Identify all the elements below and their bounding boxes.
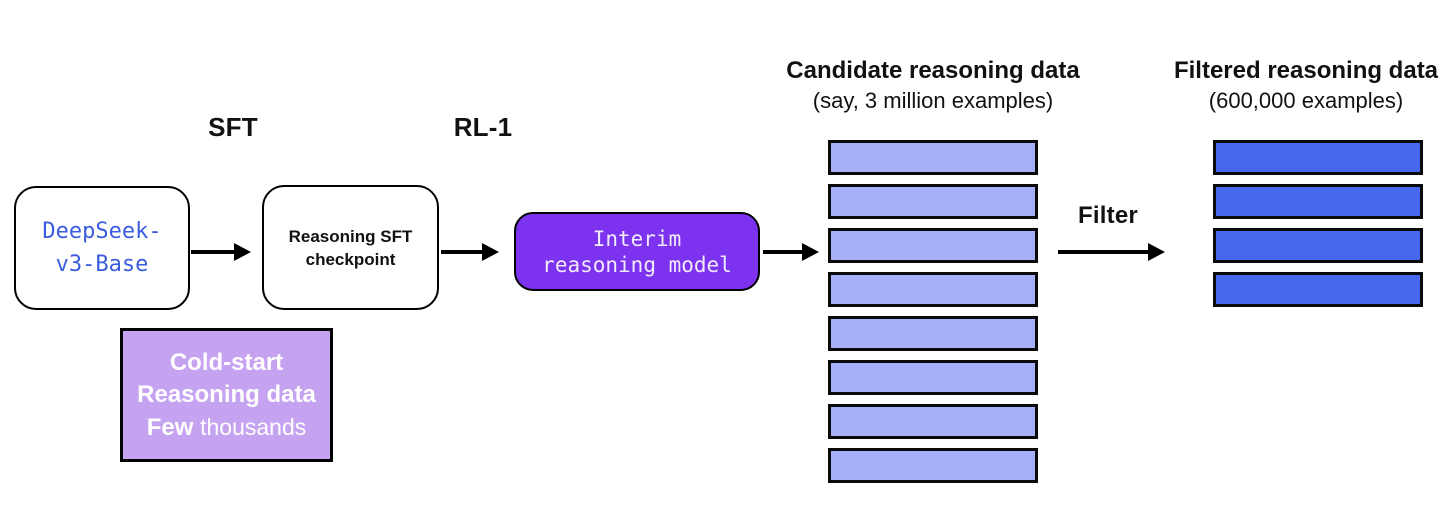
interim-model-node: Interim reasoning model	[514, 212, 760, 291]
filtered-data-header: Filtered reasoning data (600,000 example…	[1146, 56, 1456, 115]
filtered-data-stack	[1213, 140, 1423, 316]
sft-checkpoint-node: Reasoning SFT checkpoint	[262, 185, 439, 310]
data-example-bar	[1213, 140, 1423, 175]
arrow-head-icon	[802, 243, 819, 261]
data-example-bar	[828, 448, 1038, 483]
candidate-data-stack	[828, 140, 1038, 492]
arrow-interim-to-data	[763, 243, 819, 261]
arrow-filter	[1058, 243, 1165, 261]
cold-start-label-few: Few	[146, 413, 194, 441]
arrow-base-to-sft	[191, 243, 251, 261]
data-example-bar	[828, 272, 1038, 307]
data-example-bar	[828, 360, 1038, 395]
candidate-data-title: Candidate reasoning data	[786, 57, 1080, 84]
base-model-label-line1: DeepSeek-	[42, 219, 162, 244]
candidate-data-subtitle: (say, 3 million examples)	[812, 88, 1054, 113]
candidate-data-header: Candidate reasoning data (say, 3 million…	[773, 56, 1093, 115]
data-example-bar	[828, 404, 1038, 439]
filtered-data-subtitle: (600,000 examples)	[1208, 88, 1404, 113]
arrow-line	[1058, 250, 1148, 254]
data-example-bar	[828, 316, 1038, 351]
sft-checkpoint-label-line1: Reasoning SFT	[288, 226, 413, 246]
data-example-bar	[1213, 184, 1423, 219]
arrow-sft-to-interim	[441, 243, 499, 261]
data-example-bar	[828, 228, 1038, 263]
arrow-line	[441, 250, 482, 254]
sft-checkpoint-label-line2: checkpoint	[305, 249, 396, 269]
arrow-head-icon	[482, 243, 499, 261]
sft-step-label: SFT	[208, 112, 258, 142]
cold-start-data-node: Cold-start Reasoning data Few thousands	[120, 328, 333, 462]
cold-start-label-line2: Reasoning data	[137, 380, 316, 408]
rl1-step-label: RL-1	[453, 112, 513, 142]
arrow-head-icon	[1148, 243, 1165, 261]
cold-start-label-line1: Cold-start	[169, 348, 284, 376]
arrow-line	[191, 250, 234, 254]
cold-start-label-thousands: thousands	[200, 413, 307, 440]
base-model-label-line2: v3-Base	[55, 252, 149, 277]
data-example-bar	[1213, 272, 1423, 307]
filtered-data-title: Filtered reasoning data	[1173, 57, 1439, 84]
interim-model-label-line2: reasoning model	[542, 252, 732, 277]
cold-start-label-line3: Few thousands	[147, 411, 307, 444]
interim-model-label-line1: Interim	[592, 226, 682, 251]
base-model-node: DeepSeek- v3-Base	[14, 186, 190, 310]
filter-step-label: Filter	[1078, 202, 1138, 229]
data-example-bar	[828, 140, 1038, 175]
arrow-head-icon	[234, 243, 251, 261]
data-example-bar	[1213, 228, 1423, 263]
data-example-bar	[828, 184, 1038, 219]
arrow-line	[763, 250, 802, 254]
